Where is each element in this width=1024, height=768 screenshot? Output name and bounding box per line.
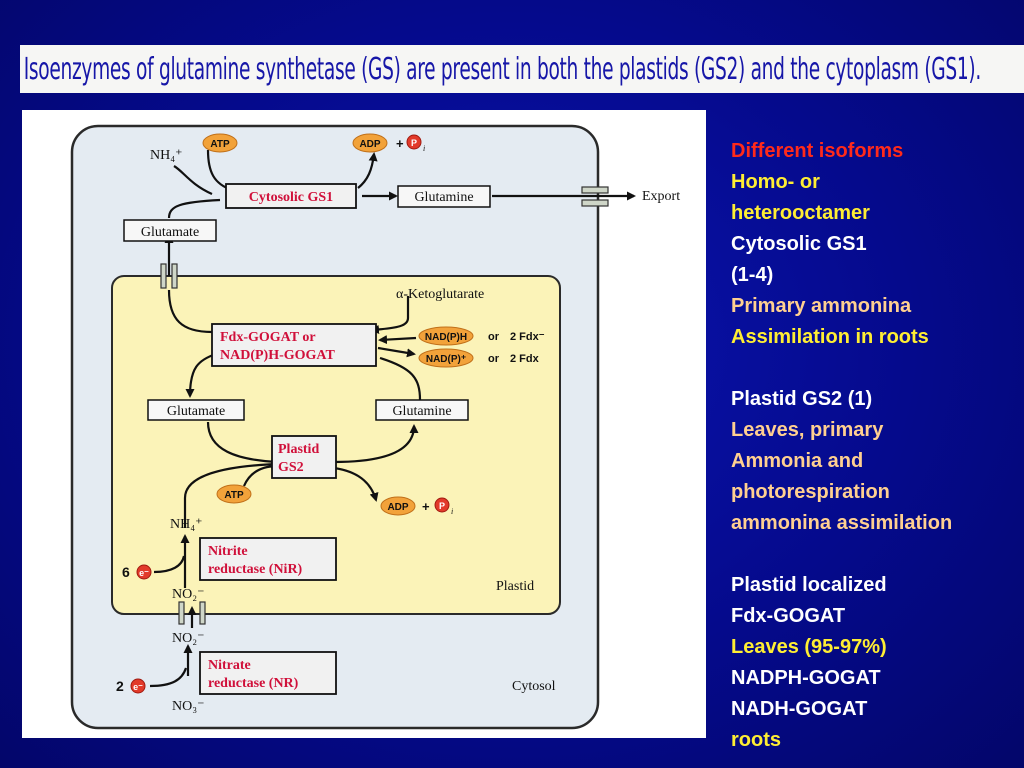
- note-line: NADH-GOGAT: [731, 698, 868, 720]
- svg-text:Glutamine: Glutamine: [414, 190, 473, 205]
- cytosolic-gs1-box: Cytosolic GS1: [225, 183, 357, 209]
- note-line: Plastid GS2 (1): [731, 388, 873, 410]
- note-line: Leaves (95-97%): [731, 636, 887, 658]
- plastid-compartment-label: Plastid: [496, 579, 534, 594]
- svg-text:NAD(P)⁺: NAD(P)⁺: [426, 354, 466, 365]
- nitrite-reductase-box: Nitrite reductase (NiR): [199, 537, 337, 581]
- note-line: (1-4): [731, 264, 774, 286]
- svg-text:i: i: [423, 144, 425, 153]
- slide-title: Isoenzymes of glutamine synthetase (GS) …: [23, 51, 982, 87]
- note-line: NADPH-GOGAT: [731, 667, 881, 689]
- note-line: ammonina assimilation: [731, 512, 953, 534]
- note-line: Leaves, primary: [731, 419, 884, 441]
- svg-text:+: +: [396, 136, 404, 151]
- note-line: roots: [731, 729, 781, 751]
- svg-text:Glutamate: Glutamate: [141, 225, 199, 240]
- svg-text:2: 2: [116, 678, 124, 694]
- svg-text:+: +: [422, 499, 430, 514]
- svg-text:2 Fdx: 2 Fdx: [510, 353, 540, 365]
- gs-pathway-figure: ATP ADP + P i NH₄⁺ Cytosolic GS1 Glutami…: [22, 110, 706, 738]
- note-line: Primary ammonina: [731, 295, 912, 317]
- svg-text:e⁻: e⁻: [139, 568, 149, 578]
- svg-text:GS2: GS2: [278, 460, 304, 475]
- glutamine-plastid-box: Glutamine: [375, 399, 469, 421]
- notes-panel: Different isoforms Homo- or heterooctame…: [731, 136, 1021, 756]
- two-electrons: 2 e⁻: [116, 678, 146, 694]
- note-spacer: [731, 353, 1021, 384]
- svg-text:Plastid: Plastid: [278, 442, 319, 457]
- svg-text:Nitrate: Nitrate: [208, 658, 251, 673]
- note-line: photorespiration: [731, 481, 890, 503]
- svg-text:Nitrite: Nitrite: [208, 544, 248, 559]
- svg-text:2 Fdx⁻: 2 Fdx⁻: [510, 331, 545, 343]
- nadp-badge: NAD(P)⁺ or 2 Fdx: [418, 348, 540, 368]
- atp-top-badge: ATP: [202, 133, 238, 153]
- title-bar: Isoenzymes of glutamine synthetase (GS) …: [20, 45, 1024, 93]
- note-line: heterooctamer: [731, 202, 870, 224]
- svg-text:ADP: ADP: [359, 139, 380, 150]
- svg-text:reductase (NiR): reductase (NiR): [208, 562, 303, 577]
- pathway-diagram: ATP ADP + P i NH₄⁺ Cytosolic GS1 Glutami…: [70, 124, 680, 730]
- svg-text:or: or: [488, 353, 500, 365]
- alpha-ketoglutarate-label: α-Ketoglutarate: [396, 287, 484, 302]
- nitrate-reductase-box: Nitrate reductase (NR): [199, 651, 337, 695]
- nitrite-transporter: [178, 601, 206, 625]
- svg-text:P: P: [439, 501, 445, 511]
- note-line: Ammonia and: [731, 450, 864, 472]
- svg-text:Glutamine: Glutamine: [392, 404, 451, 419]
- svg-text:Glutamate: Glutamate: [167, 404, 225, 419]
- note-line: Assimilation in roots: [731, 326, 929, 348]
- six-electrons: 6 e⁻: [122, 564, 152, 580]
- svg-text:i: i: [451, 507, 453, 516]
- svg-text:e⁻: e⁻: [133, 682, 143, 692]
- nitrite-plastid-label: NO₂⁻: [172, 587, 205, 602]
- svg-text:6: 6: [122, 564, 130, 580]
- note-line: Fdx-GOGAT: [731, 605, 846, 627]
- glutamine-cytosol-box: Glutamine: [397, 185, 491, 208]
- svg-text:reductase (NR): reductase (NR): [208, 676, 299, 691]
- svg-text:ATP: ATP: [210, 139, 230, 150]
- atp-plastid-badge: ATP: [216, 484, 252, 504]
- svg-text:or: or: [488, 331, 500, 343]
- glutamate-transporter: [160, 263, 178, 289]
- export-label: Export: [642, 189, 680, 204]
- note-line: Cytosolic GS1: [731, 233, 867, 255]
- export-transporter: [581, 186, 609, 207]
- note-spacer: [731, 539, 1021, 570]
- gogat-box: Fdx-GOGAT or NAD(P)H-GOGAT: [211, 323, 377, 367]
- note-line: Plastid localized: [731, 574, 887, 596]
- nitrate-label: NO₃⁻: [172, 699, 205, 714]
- svg-text:ATP: ATP: [224, 490, 244, 501]
- adp-plastid-badge: ADP + P i: [380, 496, 453, 516]
- note-line: Homo- or: [731, 171, 820, 193]
- svg-text:Fdx-GOGAT or: Fdx-GOGAT or: [220, 330, 316, 345]
- nitrite-cytosol-label: NO₂⁻: [172, 631, 205, 646]
- svg-text:NAD(P)H-GOGAT: NAD(P)H-GOGAT: [220, 348, 335, 363]
- adp-top-badge: ADP + P i: [352, 133, 425, 153]
- nadph-badge: NAD(P)H or 2 Fdx⁻: [418, 326, 545, 346]
- svg-text:P: P: [411, 138, 417, 148]
- nh4-plastid-label: NH₄⁺: [170, 517, 203, 532]
- glutamate-plastid-box: Glutamate: [147, 399, 245, 421]
- note-line: Different isoforms: [731, 140, 904, 162]
- svg-text:Cytosolic GS1: Cytosolic GS1: [249, 190, 333, 205]
- reaction-arrows: [149, 149, 636, 688]
- plastid-gs2-box: Plastid GS2: [271, 435, 337, 479]
- svg-text:NAD(P)H: NAD(P)H: [425, 332, 467, 343]
- svg-text:ADP: ADP: [387, 502, 408, 513]
- cytosol-compartment-label: Cytosol: [512, 679, 556, 694]
- nh4-top-label: NH₄⁺: [150, 148, 183, 163]
- glutamate-cytosol-box: Glutamate: [123, 219, 217, 242]
